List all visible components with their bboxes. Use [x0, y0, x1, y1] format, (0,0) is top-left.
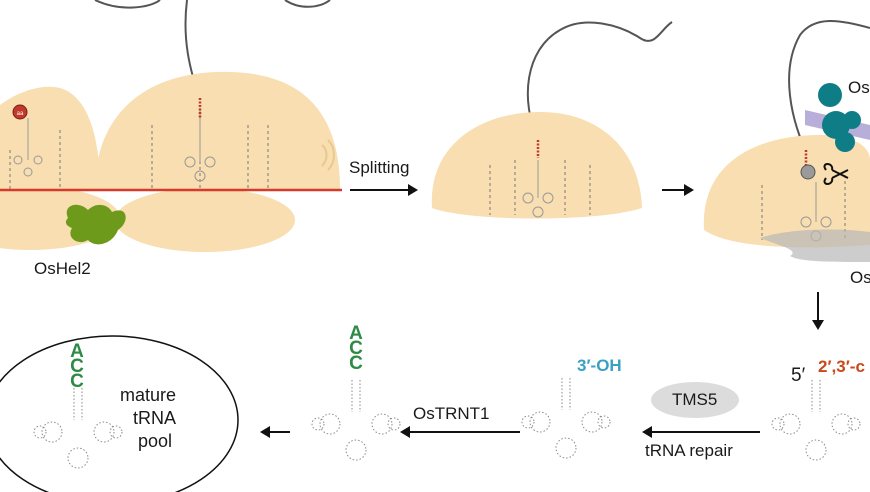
ostrnt1-label: OsTRNT1 — [413, 404, 490, 423]
aa-ball-2 — [800, 164, 816, 180]
trna-cloverleaf-3oh — [521, 378, 611, 459]
ribosome-center — [95, 71, 340, 252]
trna-strand-4 — [526, 21, 673, 141]
splitting-label: Splitting — [349, 158, 410, 177]
cyclic-end-label: 2′,3′-c — [818, 357, 865, 376]
trna-middle — [522, 160, 554, 218]
tms5-ellipse — [651, 382, 739, 418]
three-oh-label: 3′-OH — [577, 356, 622, 375]
arrow-left-ostrnt1-icon — [400, 426, 410, 438]
aa-ball-1 — [12, 104, 28, 120]
arrow-right-icon — [684, 184, 694, 196]
scissors-icon — [823, 163, 849, 185]
oshel2-blob — [65, 204, 126, 245]
pool-label: pool — [138, 431, 173, 451]
grey-factor — [760, 229, 870, 262]
ribosome-60s-middle — [431, 112, 642, 219]
os-label-bottom: Os — [850, 268, 870, 287]
aa-label-1: aa — [17, 111, 24, 117]
oshel2-label: OsHel2 — [34, 259, 91, 278]
trna-repair-label: tRNA repair — [645, 441, 733, 460]
trna-small-left — [13, 118, 43, 177]
trna-strand-5 — [788, 20, 870, 161]
tms5-label: TMS5 — [672, 390, 718, 409]
trna-cloverleaf-ostrnt1 — [311, 380, 401, 461]
mature-trna-pool-ellipse — [0, 335, 239, 492]
trna-cloverleaf-cyclic — [771, 380, 861, 461]
trna-strand-3 — [284, 0, 331, 8]
mature-label: mature — [120, 385, 177, 405]
trna-label: tRNA — [133, 408, 177, 428]
five-prime-label: 5′ — [791, 365, 806, 386]
arrow-left-pool-icon — [260, 426, 270, 438]
arrow-left-repair-icon — [642, 426, 652, 438]
trna-strand-1 — [94, 0, 161, 9]
arrow-down-icon — [812, 320, 824, 330]
teal-factor — [818, 83, 861, 152]
os-label-top: Os — [848, 78, 870, 97]
trna-cloverleaf-pool — [33, 388, 123, 469]
arrow-splitting-icon — [408, 184, 418, 196]
